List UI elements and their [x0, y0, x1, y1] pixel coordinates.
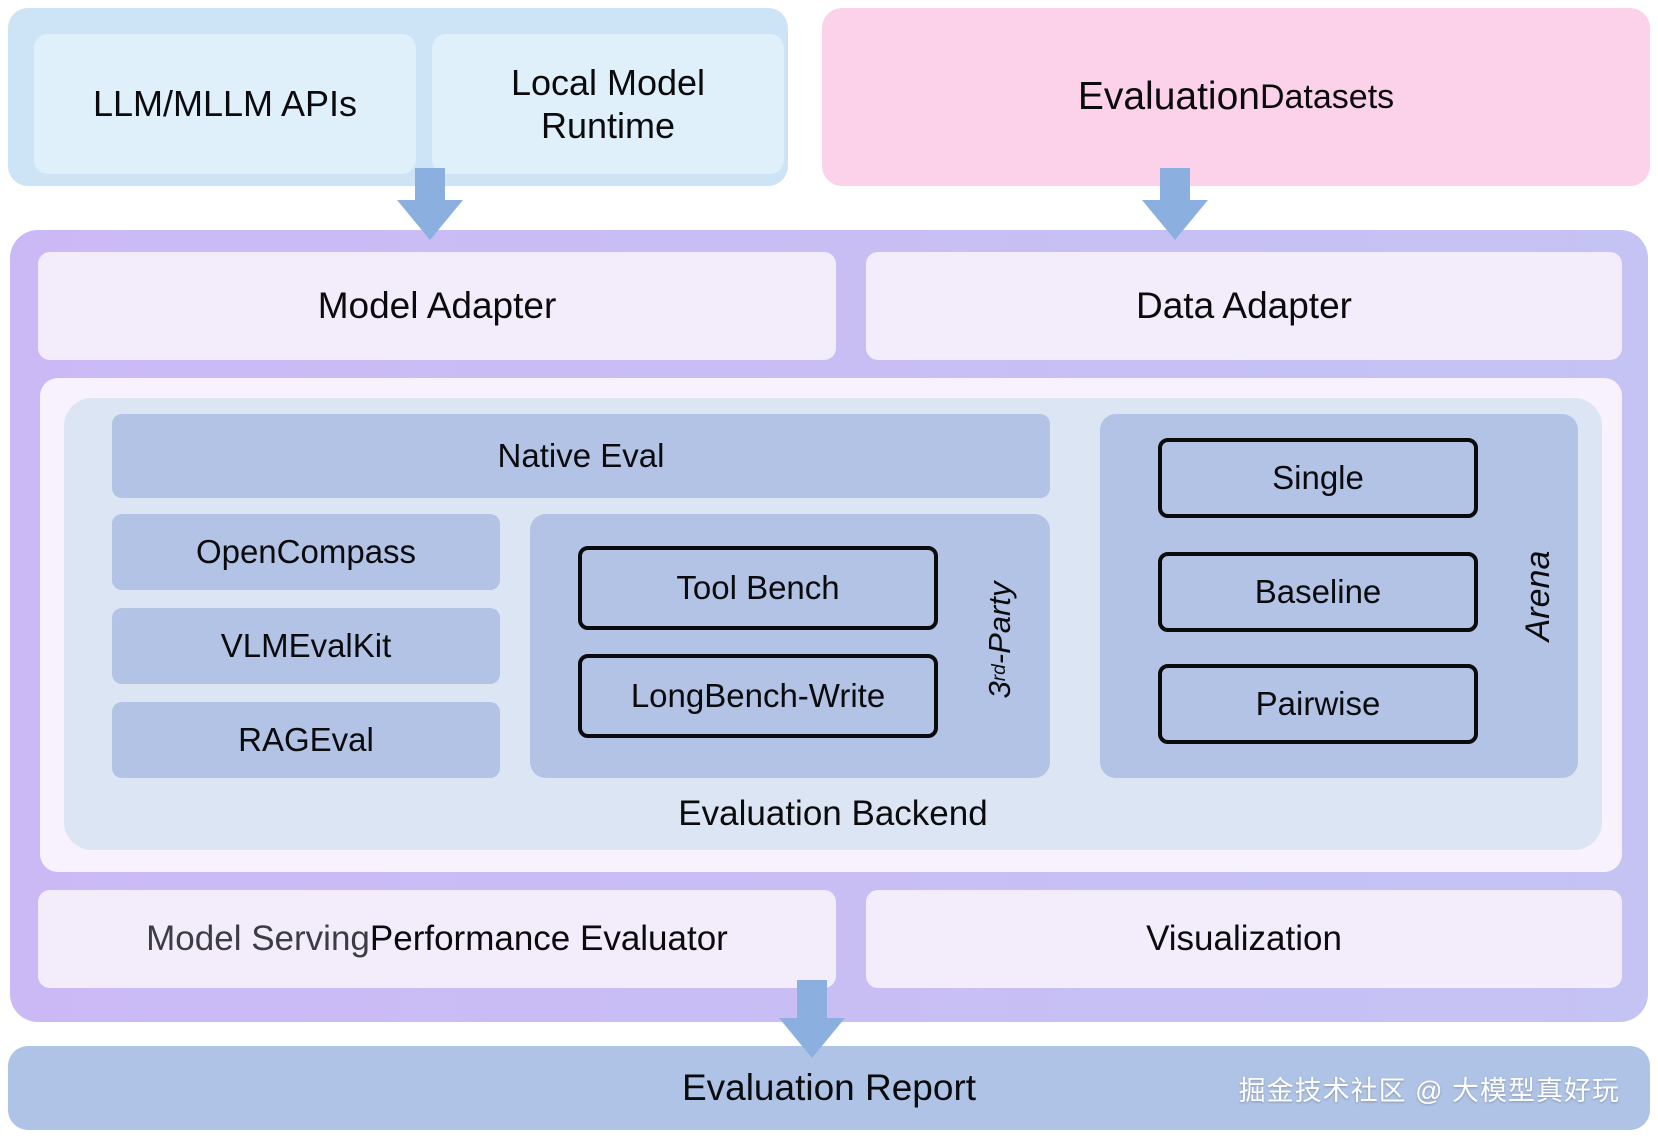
arena-group	[1100, 414, 1578, 778]
model-adapter-label: Model Adapter	[317, 285, 557, 326]
watermark-text: 掘金技术社区 @ 大模型真好玩	[1238, 1075, 1620, 1106]
longbench-write-label: LongBench-Write	[630, 677, 886, 714]
evaluation-backend-title-text: Evaluation Backend	[678, 794, 988, 833]
arena-label-text: Arena	[1518, 550, 1557, 642]
native-eval-label: Native Eval	[497, 437, 665, 474]
llm-apis-label: LLM/MLLM APIs	[92, 83, 358, 125]
evaluation-report-label: Evaluation Report	[681, 1067, 977, 1108]
llm-apis-box: LLM/MLLM APIs	[34, 34, 416, 174]
down-arrow-icon	[779, 980, 845, 1058]
evaluation-datasets-box: Evaluation Datasets	[822, 8, 1650, 186]
vlmevalkit-label: VLMEvalKit	[220, 627, 392, 664]
third-party-label-prefix: 3	[982, 681, 1017, 699]
local-model-runtime-box: Local Model Runtime	[432, 34, 784, 174]
opencompass-box: OpenCompass	[112, 514, 500, 590]
tool-bench-label: Tool Bench	[676, 569, 840, 606]
data-adapter-box: Data Adapter	[866, 252, 1622, 360]
local-model-runtime-label: Local Model Runtime	[510, 61, 706, 146]
model-serving-label: Model Serving	[146, 919, 370, 958]
evaluation-backend-title: Evaluation Backend	[64, 786, 1602, 842]
model-adapter-box: Model Adapter	[38, 252, 836, 360]
longbench-write-box: LongBench-Write	[578, 654, 938, 738]
visualization-box: Visualization	[866, 890, 1622, 988]
opencompass-label: OpenCompass	[195, 533, 417, 570]
evaluation-datasets-label: Evaluation	[1077, 75, 1260, 118]
baseline-label: Baseline	[1254, 573, 1382, 610]
tool-bench-box: Tool Bench	[578, 546, 938, 630]
down-arrow-icon	[397, 168, 463, 240]
single-box: Single	[1158, 438, 1478, 518]
vlmevalkit-box: VLMEvalKit	[112, 608, 500, 684]
performance-evaluator-label: Performance Evaluator	[369, 919, 728, 958]
model-serving-evaluator-box: Model Serving Performance Evaluator	[38, 890, 836, 988]
data-adapter-label: Data Adapter	[1136, 285, 1352, 326]
rageval-box: RAGEval	[112, 702, 500, 778]
model-sources-container: LLM/MLLM APIs Local Model Runtime	[8, 8, 788, 186]
evaluation-report-bar: Evaluation Report 掘金技术社区 @ 大模型真好玩	[8, 1046, 1650, 1130]
native-eval-box: Native Eval	[112, 414, 1050, 498]
down-arrow-icon	[1142, 168, 1208, 240]
evaluation-datasets-label-2: Datasets	[1259, 77, 1395, 116]
visualization-label: Visualization	[1146, 919, 1342, 958]
third-party-label-suffix: -Party	[982, 581, 1017, 665]
arena-rotated-label: Arena	[1518, 516, 1558, 676]
pairwise-label: Pairwise	[1255, 685, 1381, 722]
baseline-box: Baseline	[1158, 552, 1478, 632]
third-party-label-sup: rd	[989, 664, 1010, 682]
pairwise-box: Pairwise	[1158, 664, 1478, 744]
single-label: Single	[1272, 459, 1364, 496]
rageval-label: RAGEval	[238, 721, 374, 758]
